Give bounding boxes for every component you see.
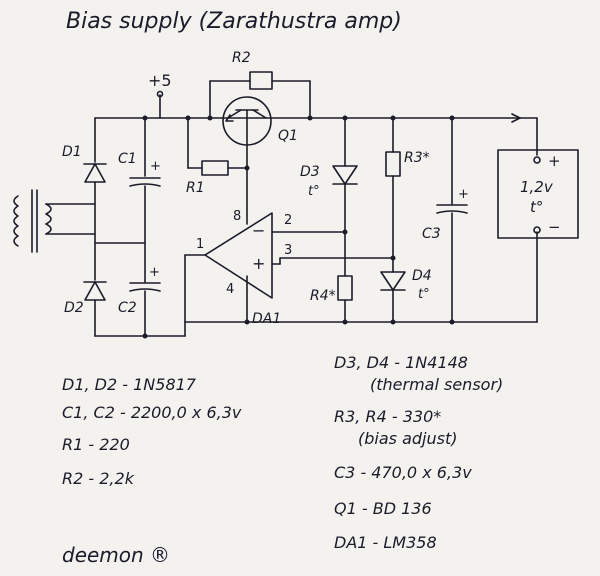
parts-line: Q1 - BD 136 [334, 499, 432, 518]
parts-line: R1 - 220 [62, 435, 130, 454]
diode-d3 [332, 165, 358, 185]
author-signature: deemon ® [62, 543, 170, 567]
d3-thermal-mark: t° [308, 184, 320, 199]
output-temp-mark: t° [530, 198, 543, 216]
parts-line: (thermal sensor) [370, 375, 503, 394]
capacitor-c2: + [129, 265, 161, 292]
parts-line: C1, C2 - 2200,0 x 6,3v [62, 403, 242, 422]
capacitor-c1: + [129, 159, 161, 187]
transformer-symbol [13, 189, 96, 253]
pin-4-label: 4 [226, 282, 234, 297]
diode-d1 [83, 163, 107, 183]
schematic-title: Bias supply (Zarathustra amp) [66, 9, 402, 34]
pin-2-label: 2 [284, 213, 292, 228]
output-plus-label: + [548, 152, 561, 170]
diode-d4 [380, 271, 406, 291]
label-da1: DA1 [252, 311, 281, 327]
parts-line: R2 - 2,2k [62, 469, 135, 488]
opamp-da1: − + [204, 212, 273, 299]
opamp-plus-input: + [252, 254, 265, 273]
label-c1: C1 [118, 151, 137, 167]
d4-thermal-mark: t° [418, 287, 430, 302]
label-c2: C2 [118, 300, 137, 316]
label-r4: R4* [310, 288, 336, 304]
c2-plus-mark: + [149, 265, 160, 280]
supply-label: +5 [148, 71, 172, 90]
top-rail-wire [94, 113, 538, 156]
label-c3: C3 [422, 226, 441, 242]
parts-list-left: D1, D2 - 1N5817 C1, C2 - 2200,0 x 6,3v R… [62, 375, 242, 488]
parts-line: R3, R4 - 330* [334, 407, 441, 426]
parts-line: (bias adjust) [358, 429, 457, 448]
resistor-r1 [187, 117, 248, 176]
parts-list-right: D3, D4 - 1N4148 (thermal sensor) R3, R4 … [334, 353, 503, 552]
parts-line: C3 - 470,0 x 6,3v [334, 463, 472, 482]
parts-line: D1, D2 - 1N5817 [62, 375, 197, 394]
label-r2: R2 [232, 50, 251, 66]
pin-1-label: 1 [196, 237, 204, 252]
pin-3-label: 3 [284, 243, 292, 258]
output-minus-label: − [548, 218, 561, 236]
c3-plus-mark: + [458, 187, 469, 202]
output-box: + − 1,2v t° [497, 149, 579, 239]
label-q1: Q1 [278, 128, 298, 144]
capacitor-c3: + [436, 187, 469, 214]
c1-plus-mark: + [150, 159, 161, 174]
resistor-r2 [209, 71, 311, 119]
label-d1: D1 [62, 144, 82, 160]
parts-line: D3, D4 - 1N4148 [334, 353, 468, 372]
opamp-minus-input: − [252, 221, 265, 240]
label-d2: D2 [64, 300, 84, 316]
bottom-rail-wire [94, 231, 538, 337]
label-r1: R1 [186, 180, 205, 196]
output-voltage: 1,2v [520, 178, 554, 196]
diode-d2 [83, 281, 107, 301]
label-r3: R3* [404, 150, 430, 166]
label-d3: D3 [300, 164, 320, 180]
transistor-q1 [222, 96, 272, 169]
parts-line: DA1 - LM358 [334, 533, 437, 552]
label-d4: D4 [412, 268, 432, 284]
resistor-r4 [337, 275, 353, 301]
resistor-r3 [385, 151, 401, 177]
pin-8-label: 8 [233, 209, 241, 224]
